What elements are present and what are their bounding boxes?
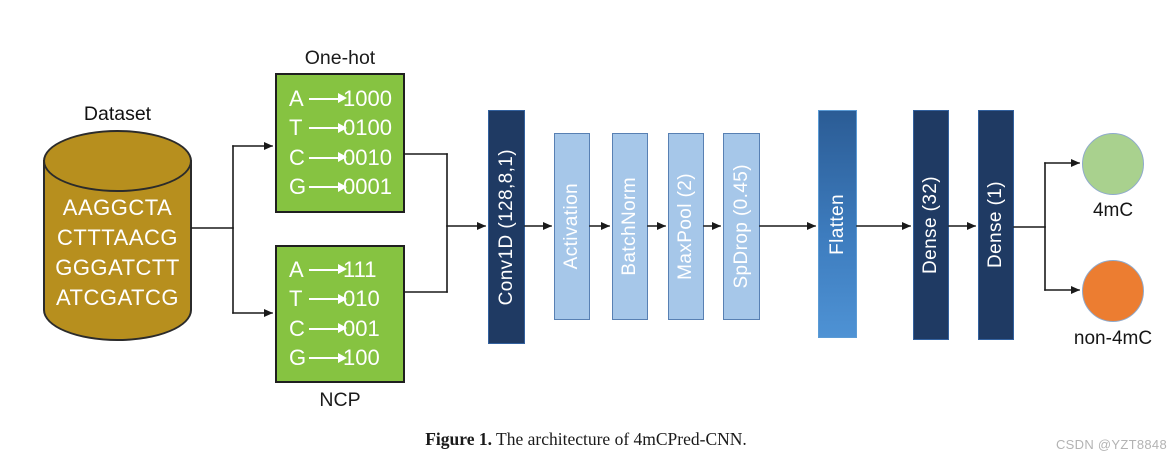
layer-dense1: Dense (1) — [978, 110, 1014, 340]
encoding-code: 0001 — [343, 174, 392, 200]
layer-conv1d: Conv1D (128,8,1) — [488, 110, 525, 344]
encoding-row: G 0001 — [289, 173, 403, 203]
right-arrow-icon — [309, 121, 347, 134]
base-letter: A — [289, 85, 304, 111]
layer-label: Conv1D (128,8,1) — [495, 148, 517, 306]
base-letter: C — [289, 315, 305, 341]
layer-batchnorm: BatchNorm — [612, 133, 648, 320]
layer-label: Dense (1) — [985, 181, 1006, 269]
base-letter: T — [289, 286, 303, 312]
base-letter: G — [289, 345, 307, 371]
layer-activation: Activation — [554, 133, 590, 320]
right-arrow-icon — [309, 292, 347, 305]
sequence-line: AAGGCTA — [62, 195, 173, 220]
encoding-row: T 010 — [289, 285, 403, 315]
dataset-label: Dataset — [83, 103, 152, 125]
layer-label: MaxPool (2) — [675, 173, 696, 280]
output-circle-4mc — [1082, 133, 1144, 195]
right-arrow-icon — [309, 151, 347, 164]
encoding-row: A 1000 — [289, 84, 403, 114]
encoding-row: C 0010 — [289, 143, 403, 173]
figure-caption: Figure 1. The architecture of 4mCPred-CN… — [286, 429, 886, 450]
sequence-line: CTTTAACG — [57, 225, 178, 250]
layer-label: Flatten — [826, 193, 848, 255]
layer-spdrop: SpDrop (0.45) — [723, 133, 760, 320]
ncp-title: NCP — [319, 389, 361, 411]
right-arrow-icon — [309, 322, 347, 335]
output-label-non4mc: non-4mC — [1073, 328, 1153, 349]
layer-label: Activation — [561, 183, 582, 270]
onehot-box: A 1000 T 0100 C 0010 G 0001 — [275, 73, 405, 213]
layer-dense32: Dense (32) — [913, 110, 949, 340]
encoding-code: 100 — [343, 345, 380, 371]
sequence-line: ATCGATCG — [56, 285, 179, 310]
output-circle-non4mc — [1082, 260, 1144, 322]
layer-label: Dense (32) — [920, 176, 941, 274]
encoding-row: T 0100 — [289, 114, 403, 144]
base-letter: C — [289, 144, 305, 170]
encoding-code: 010 — [343, 286, 380, 312]
output-label-4mc: 4mC — [1092, 200, 1134, 221]
base-letter: G — [289, 174, 307, 200]
dataset-sequences: AAGGCTA CTTTAACG GGGATCTT ATCGATCG — [43, 193, 192, 313]
sequence-line: GGGATCTT — [55, 255, 180, 280]
layer-flatten: Flatten — [818, 110, 857, 338]
watermark: CSDN @YZT8848 — [1055, 437, 1167, 452]
encoding-row: G 100 — [289, 344, 403, 374]
right-arrow-icon — [309, 92, 347, 105]
encoding-code: 001 — [343, 315, 380, 341]
base-letter: A — [289, 256, 304, 282]
right-arrow-icon — [309, 351, 347, 364]
encoding-row: C 001 — [289, 314, 403, 344]
right-arrow-icon — [309, 263, 347, 276]
encoding-row: A 111 — [289, 255, 403, 285]
caption-number: Figure 1. — [425, 429, 492, 449]
caption-text: The architecture of 4mCPred-CNN. — [496, 429, 747, 449]
base-letter: T — [289, 115, 303, 141]
layer-label: SpDrop (0.45) — [730, 164, 752, 289]
encoding-code: 1000 — [343, 85, 392, 111]
onehot-title: One-hot — [304, 47, 376, 69]
encoding-code: 111 — [343, 256, 377, 282]
dataset-cylinder-top — [43, 130, 192, 192]
encoding-code: 0100 — [343, 115, 392, 141]
layer-maxpool: MaxPool (2) — [668, 133, 704, 320]
right-arrow-icon — [309, 180, 347, 193]
encoding-code: 0010 — [343, 144, 392, 170]
ncp-box: A 111 T 010 C 001 G 100 — [275, 245, 405, 383]
layer-label: BatchNorm — [619, 177, 640, 276]
